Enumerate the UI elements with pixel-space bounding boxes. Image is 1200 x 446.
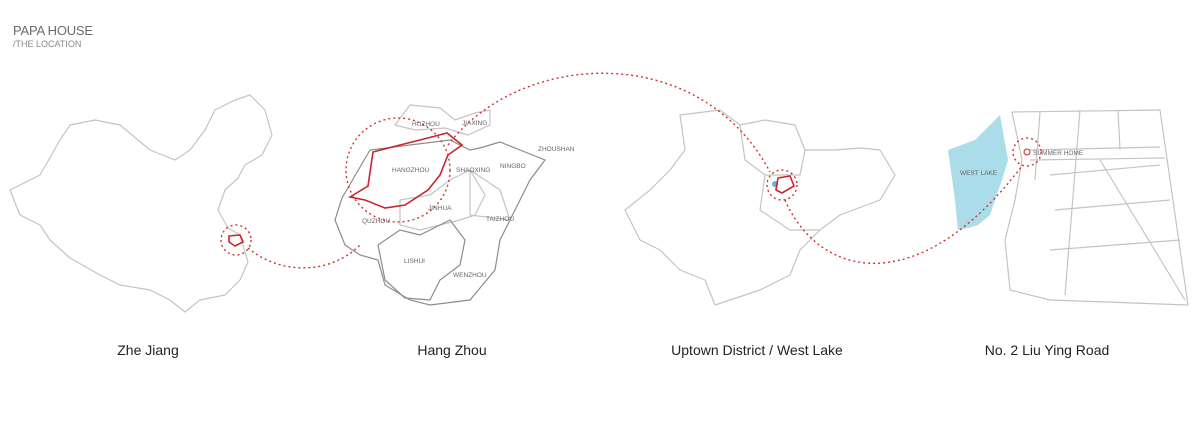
city-label: JIAXING (462, 120, 487, 127)
city-label: WENZHOU (453, 272, 487, 279)
china-map (9, 94, 273, 313)
zhejiang-marker (220, 224, 252, 256)
hangzhou-district-map (624, 109, 896, 306)
connector-line (447, 72, 771, 173)
caption-hangzhou: Hang Zhou (417, 342, 487, 358)
west-lake-map (948, 109, 1189, 306)
city-label: HANGZHOU (392, 167, 430, 174)
city-label: JINHUA (428, 205, 452, 212)
caption-uptown: Uptown District / West Lake (671, 342, 843, 358)
page-title: PAPA HOUSE (13, 23, 93, 38)
city-label: LISHUI (404, 258, 425, 265)
connector-line (247, 244, 361, 269)
zhejiang-map (334, 104, 546, 306)
site-label: SUMMER HOME (1033, 150, 1084, 157)
city-label: NINGBO (500, 163, 526, 170)
caption-zhejiang: Zhe Jiang (117, 342, 179, 358)
city-label: SHAOXING (456, 167, 490, 174)
page-subtitle: /THE LOCATION (13, 39, 82, 49)
city-label: QUZHOU (362, 218, 390, 225)
city-label: ZHOUSHAN (538, 146, 575, 153)
west-lake (948, 115, 1008, 230)
city-label: TAIZHOU (486, 216, 514, 223)
connector-line (784, 165, 1023, 265)
lake-label: WEST LAKE (960, 170, 998, 177)
caption-road: No. 2 Liu Ying Road (984, 342, 1110, 358)
city-label: HUZHOU (412, 121, 440, 128)
